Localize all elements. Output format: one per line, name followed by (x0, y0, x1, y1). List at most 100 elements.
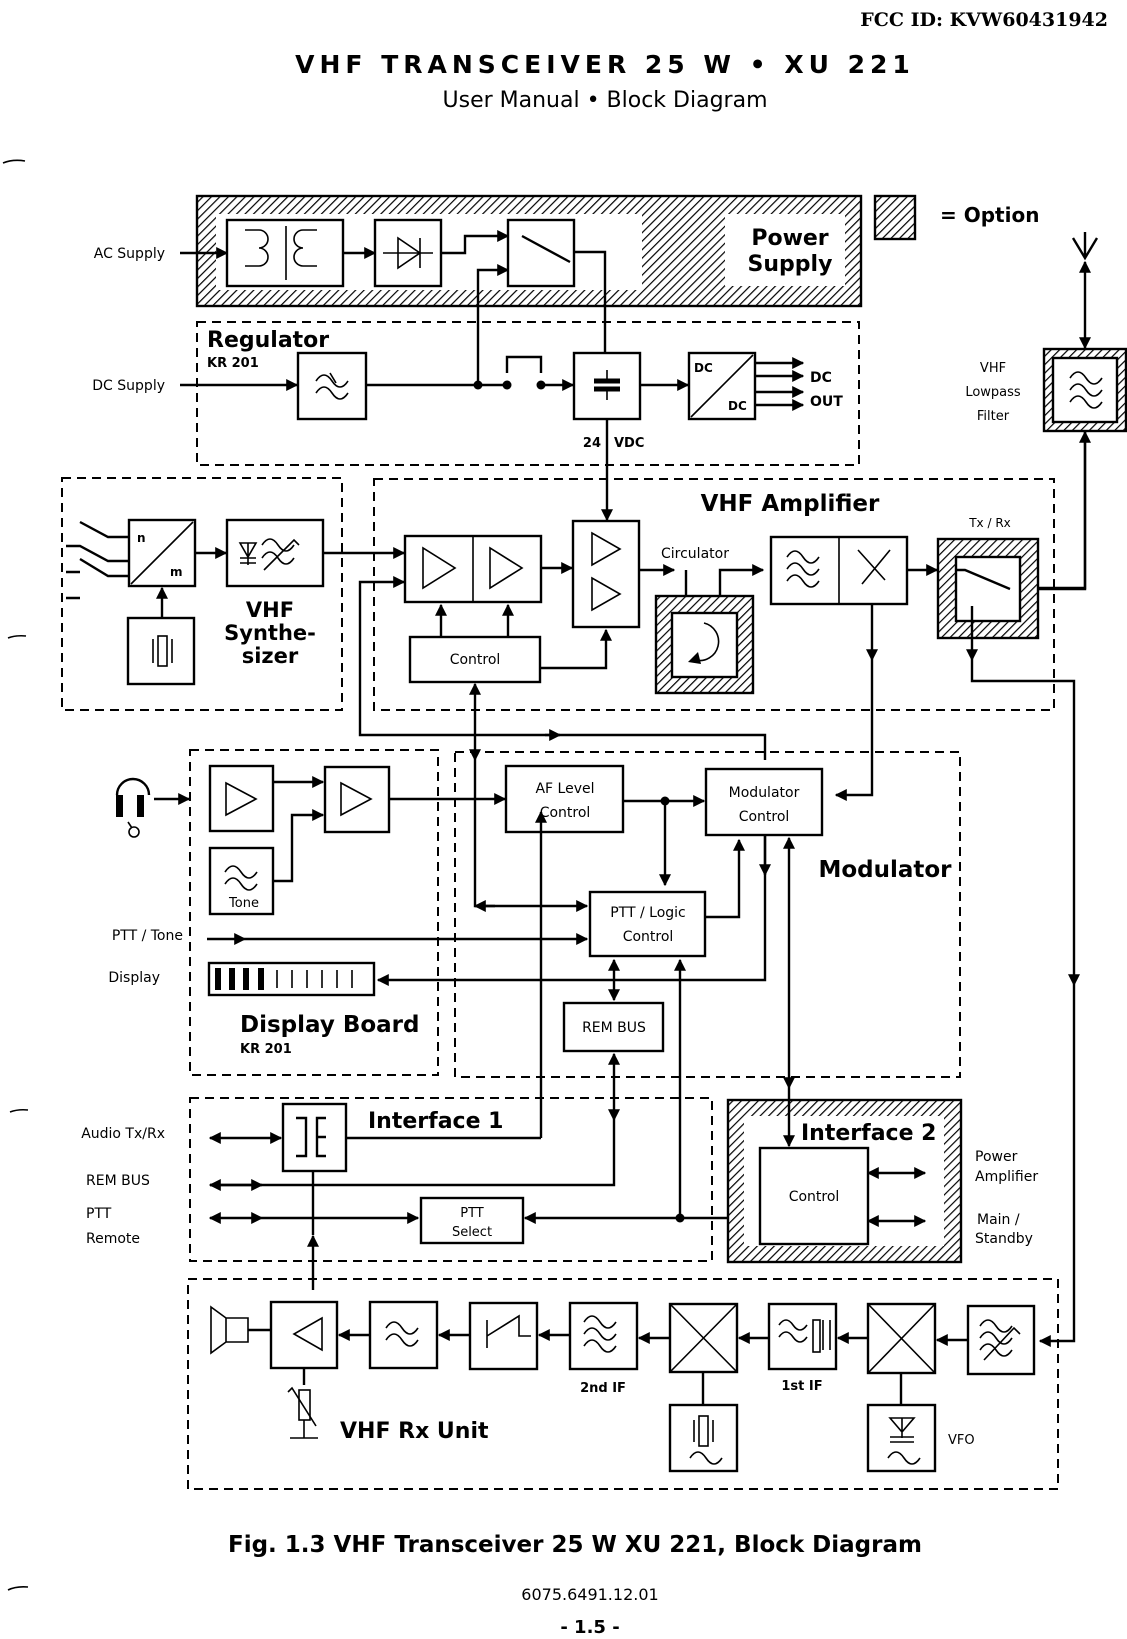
interface2-control-label: Control (789, 1189, 840, 1205)
main-standby-label-2: Standby (975, 1231, 1033, 1247)
rx-lowpass-block (368, 1300, 439, 1370)
dc-out-label: DC (728, 399, 747, 413)
regulator-code: KR 201 (207, 356, 259, 371)
interface1-group (189, 1097, 713, 1262)
vco-filter-icon (225, 518, 325, 588)
regulator-title: Regulator (207, 328, 329, 353)
interface1-title: Interface 1 (368, 1109, 503, 1134)
amplifier-title: VHF Amplifier (701, 491, 880, 517)
ptt-logic-control-block (588, 890, 707, 958)
lowpass-label-3: Filter (977, 409, 1010, 424)
af-amplifier-block (269, 1300, 339, 1370)
ac-supply-label: AC Supply (94, 246, 165, 262)
margin-marks (2, 159, 29, 1591)
txrx-label: Tx / Rx (968, 516, 1011, 530)
fcc-id: FCC ID: KVW60431942 (860, 9, 1108, 31)
voltage-label-vdc: VDC (614, 436, 644, 451)
display-board-title: Display Board (240, 1012, 420, 1038)
page-number: - 1.5 - (560, 1617, 619, 1638)
rx-unit-title: VHF Rx Unit (340, 1419, 489, 1444)
synthesizer-group (61, 477, 343, 711)
vfo-label: VFO (948, 1433, 975, 1448)
mic-preamp-block (208, 764, 275, 833)
ptt-label: PTT (86, 1206, 112, 1222)
display-label: Display (108, 970, 160, 986)
power-supply-block: Power Supply (195, 194, 863, 308)
mic-amp-block (323, 765, 391, 834)
capacitor-icon (572, 351, 642, 421)
af-level-label-1: AF Level (535, 781, 594, 797)
first-if-label: 1st IF (781, 1379, 822, 1394)
power-amplifier-block (571, 519, 641, 629)
tone-label: Tone (228, 896, 259, 911)
first-if-filter-block (767, 1302, 838, 1371)
volume-potentiometer-icon (298, 1389, 311, 1421)
display-board-group (189, 749, 439, 1076)
lowpass-label-1: VHF (980, 361, 1006, 376)
lowpass-label-2: Lowpass (965, 385, 1021, 400)
document-number: 6075.6491.12.01 (521, 1585, 658, 1604)
voltage-label-24: 24 (583, 436, 601, 451)
headset-icon (115, 777, 151, 838)
af-level-control-block (504, 764, 625, 834)
dc-in-label: DC (694, 361, 713, 375)
rem-bus-ext-label: REM BUS (86, 1173, 150, 1189)
ptt-tone-label: PTT / Tone (112, 928, 183, 944)
ptt-select-block (419, 1196, 525, 1245)
main-standby-label-1: Main / (977, 1212, 1020, 1228)
synth-title-3: sizer (242, 644, 299, 668)
modulator-group (454, 751, 961, 1078)
vhf-amplifier-group (373, 478, 1055, 711)
ptt-select-label-1: PTT (460, 1206, 484, 1221)
rx-input-filter-block (966, 1304, 1036, 1376)
mod-ctrl-label-1: Modulator (729, 785, 800, 801)
transformer-icon (225, 218, 345, 288)
second-if-filter-block (568, 1301, 639, 1371)
rem-bus-block (562, 1001, 665, 1053)
lowpass-filter-icon (296, 351, 368, 421)
synth-title-2: Synthe- (224, 621, 316, 645)
figure-caption: Fig. 1.3 VHF Transceiver 25 W XU 221, Bl… (228, 1532, 922, 1558)
remote-label: Remote (86, 1231, 140, 1247)
amp-control-block (408, 635, 542, 684)
power-supply-title: Power (751, 226, 828, 251)
page-title: VHF TRANSCEIVER 25 W • XU 221 (295, 50, 915, 79)
antenna-icon (1071, 232, 1099, 261)
dc-out-1: DC (810, 370, 832, 386)
speaker-icon (210, 1305, 249, 1355)
rem-bus-label: REM BUS (582, 1020, 646, 1036)
second-oscillator-block (668, 1403, 739, 1473)
mod-ctrl-label-2: Control (739, 809, 790, 825)
power-amp-label-2: Amplifier (975, 1169, 1038, 1185)
vhf-rx-unit-group (187, 1278, 1059, 1490)
regulator-group (196, 321, 860, 466)
modulator-control-block (704, 767, 824, 837)
dc-out-2: OUT (810, 394, 843, 410)
bargraph-segments (215, 968, 353, 990)
option-legend-swatch (873, 194, 917, 241)
divider-m: m (170, 565, 183, 579)
af-level-label-2: Control (540, 805, 591, 821)
interface2-title: Interface 2 (801, 1121, 936, 1146)
audio-transformer-icon (281, 1102, 348, 1173)
synth-title-1: VHF (246, 598, 294, 622)
power-amp-label-1: Power (975, 1149, 1018, 1165)
crystal-oscillator-icon (126, 616, 196, 686)
interface2-control-block (758, 1146, 870, 1246)
second-if-label: 2nd IF (580, 1381, 626, 1396)
divider-n: n (137, 531, 146, 545)
option-legend-label: = Option (940, 203, 1039, 227)
display-board-code: KR 201 (240, 1042, 292, 1057)
modulator-title: Modulator (818, 857, 952, 883)
power-supply-title-2: Supply (748, 252, 833, 277)
ptt-logic-label-2: Control (623, 929, 674, 945)
ps-switch-icon (506, 218, 576, 288)
audio-txrx-label: Audio Tx/Rx (81, 1126, 165, 1142)
circulator-icon (694, 622, 720, 662)
amp-control-label: Control (450, 652, 501, 668)
page-subtitle: User Manual • Block Diagram (443, 88, 768, 113)
circulator-label: Circulator (661, 546, 729, 562)
ptt-select-label-2: Select (452, 1225, 492, 1240)
ptt-logic-label-1: PTT / Logic (610, 905, 686, 921)
